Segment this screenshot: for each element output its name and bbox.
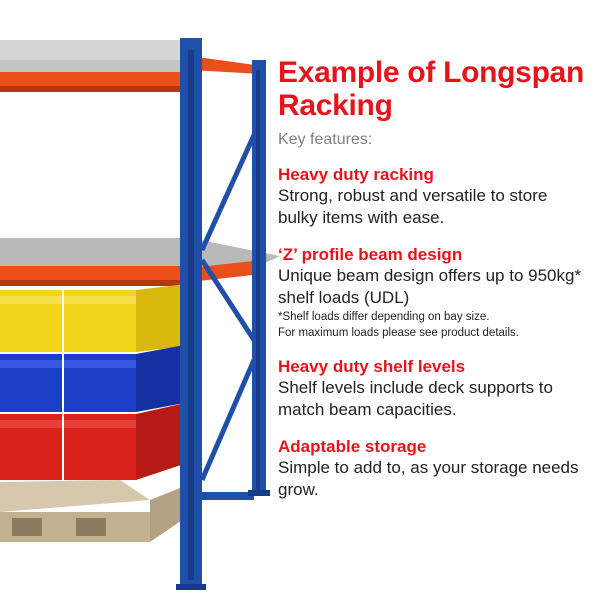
feature-body: Simple to add to, as your storage needs … [278,458,579,499]
key-features-label: Key features: [278,131,373,148]
feature-note: *Shelf loads differ depending on bay siz… [278,311,490,323]
feature-heavy-duty-racking: Heavy duty racking Strong, robust and ve… [278,164,588,229]
feature-heavy-duty-shelf-levels: Heavy duty shelf levels Shelf levels inc… [278,356,588,421]
feature-z-profile-beam: ‘Z’ profile beam design Unique beam desi… [278,244,588,341]
feature-note: For maximum loads please see product det… [278,327,519,339]
middle-deck [0,238,280,270]
feature-body: Strong, robust and versatile to store bu… [278,186,548,227]
feature-heading: Heavy duty shelf levels [278,357,466,376]
wooden-pallet [0,480,200,542]
top-beam-side [190,56,262,74]
plastic-storage-bins [0,284,190,480]
feature-adaptable-storage: Adaptable storage Simple to add to, as y… [278,436,588,501]
top-deck [0,40,190,60]
feature-heading: Heavy duty racking [278,165,434,184]
feature-body: Unique beam design offers up to 950kg* s… [278,266,582,307]
feature-heading: Adaptable storage [278,437,427,456]
feature-heading: ‘Z’ profile beam design [278,245,463,264]
longspan-racking-photo [0,38,280,590]
feature-body: Shelf levels include deck supports to ma… [278,378,553,419]
page-title: Example of Longspan Racking [278,56,585,122]
features-panel: Example of Longspan Racking Key features… [278,56,588,501]
